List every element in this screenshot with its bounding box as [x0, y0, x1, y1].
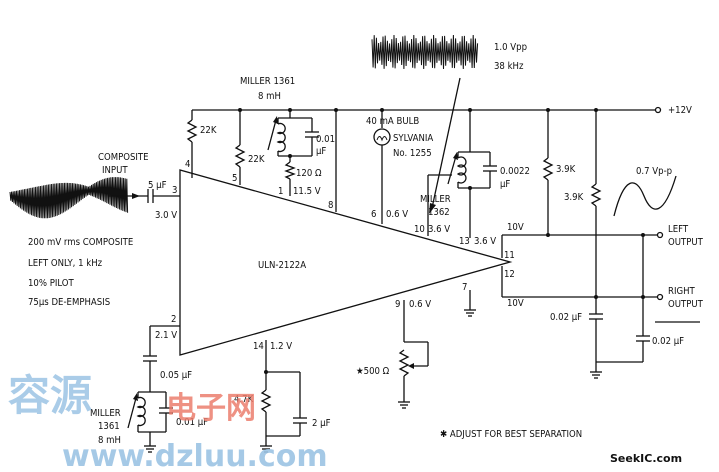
- pin9-number: 9: [395, 299, 400, 310]
- pin8-number: 8: [328, 200, 333, 211]
- v-pin11: 10V: [507, 222, 524, 233]
- input-desc-line3: 10% PILOT: [28, 278, 75, 289]
- scope-top-frequency: 38 kHz: [494, 61, 524, 72]
- v-pin14: 1.2 V: [270, 341, 292, 352]
- pot-500-ohm: [398, 349, 410, 377]
- pin11-number: 11: [504, 250, 515, 261]
- resistor-4k7: [260, 389, 272, 413]
- pin1-number: 1: [278, 186, 283, 197]
- pot-label: ★500 Ω: [356, 366, 390, 377]
- miller-top-inductor: [276, 122, 286, 153]
- v-pin2: 2.1 V: [155, 330, 177, 341]
- watermark-cn1: 容源: [8, 371, 92, 420]
- miller-right-cap: 0.0022: [500, 166, 530, 177]
- watermark-url: www.dzluu.com: [62, 439, 328, 472]
- input-waveform: [9, 177, 129, 219]
- miller-right-line1: MILLER: [420, 194, 451, 205]
- r1-label: 22K: [200, 125, 217, 136]
- pin2-miller-line2: 1361: [98, 421, 120, 432]
- v-pin10: 3.6 V: [428, 224, 450, 235]
- r-right-label: 3.9K: [564, 192, 584, 203]
- watermark-cn2: 电子网: [166, 391, 256, 426]
- v-pin9: 0.6 V: [409, 299, 431, 310]
- pin12-number: 12: [504, 269, 515, 280]
- scope-out-amplitude: 0.7 Vp-p: [636, 166, 672, 177]
- cap-right-output: 0.02 µF: [652, 336, 684, 347]
- pin2-miller-line1: MILLER: [90, 408, 121, 419]
- resistor-22k-pin4: [186, 119, 198, 143]
- input-desc-line4: 75µs DE-EMPHASIS: [28, 297, 110, 308]
- miller-top-cap-unit: µF: [316, 146, 326, 157]
- bulb-icon: [373, 128, 391, 146]
- right-output-line1: RIGHT: [668, 286, 696, 297]
- v-pin13: 3.6 V: [474, 236, 496, 247]
- pin10-number: 10: [414, 224, 425, 235]
- r-pin14-label: 4.7K: [234, 394, 254, 405]
- pin5-number: 5: [232, 173, 237, 184]
- miller-right-cap-unit: µF: [500, 179, 510, 190]
- pin7-number: 7: [462, 282, 467, 293]
- v-pin12: 10V: [507, 298, 524, 309]
- input-voltage: 3.0 V: [155, 210, 177, 221]
- pin2-miller-line3: 8 mH: [98, 435, 121, 446]
- resistor-120-ohm: [284, 161, 296, 180]
- input-desc-line1: 200 mV rms COMPOSITE: [28, 237, 133, 248]
- pin2-cap2: 0.01 µF: [176, 417, 208, 428]
- pin2-number: 2: [171, 314, 176, 325]
- bulb-line1: 40 mA BULB: [366, 116, 419, 127]
- scope-waveform-top: [371, 34, 479, 70]
- miller-pin2-inductor: [136, 396, 146, 427]
- right-output-line2: OUTPUT: [668, 299, 704, 310]
- pin14-cap: 2 µF: [312, 418, 331, 429]
- amplifier-triangle: [179, 169, 513, 356]
- cap-left-output: 0.02 µF: [550, 312, 582, 323]
- resistor-22k-pin5: [234, 144, 246, 168]
- resistor-3k9-left: [542, 157, 554, 181]
- supply-label: +12V: [668, 105, 692, 116]
- bulb-line3: No. 1255: [393, 148, 432, 159]
- resistor-3k9-right: [590, 183, 602, 207]
- chip-label: ULN-2122A: [258, 260, 306, 271]
- adjust-note: ✱ ADJUST FOR BEST SEPARATION: [440, 429, 582, 440]
- pin13-number: 13: [459, 236, 470, 247]
- miller-right-line2: 1362: [428, 207, 450, 218]
- miller-top-cap: 0.01: [316, 134, 335, 145]
- miller-top-line1: MILLER 1361: [240, 76, 295, 87]
- right-output-terminal: [656, 293, 664, 301]
- r2-label: 22K: [248, 154, 265, 165]
- left-output-terminal: [656, 231, 664, 239]
- input-label-line1: COMPOSITE: [98, 152, 149, 163]
- scope-waveform-output: [613, 175, 677, 217]
- scope-arrow: [431, 77, 461, 209]
- res-120-label: 120 Ω: [296, 168, 322, 179]
- pin14-number: 14: [253, 341, 264, 352]
- left-output-line2: OUTPUT: [668, 237, 704, 248]
- r-left-label: 3.9K: [556, 164, 576, 175]
- v-pin6: 0.6 V: [386, 209, 408, 220]
- pin3-number: 3: [172, 185, 177, 196]
- bulb-line2: SYLVANIA: [393, 133, 433, 144]
- v-pin1: 11.5 V: [293, 186, 321, 197]
- pin6-number: 6: [371, 209, 376, 220]
- pin2-cap: 0.05 µF: [160, 370, 192, 381]
- input-desc-line2: LEFT ONLY, 1 kHz: [28, 258, 103, 269]
- input-cap: 5 µF: [148, 180, 167, 191]
- miller-right-inductor: [456, 156, 467, 184]
- seekic-watermark: SeekIC.com: [610, 452, 682, 465]
- supply-terminal: [654, 106, 662, 114]
- scope-top-amplitude: 1.0 Vpp: [494, 42, 527, 53]
- miller-top-line2: 8 mH: [258, 91, 281, 102]
- left-output-line1: LEFT: [668, 224, 689, 235]
- pin4-number: 4: [185, 159, 190, 170]
- input-label-line2: INPUT: [102, 165, 128, 176]
